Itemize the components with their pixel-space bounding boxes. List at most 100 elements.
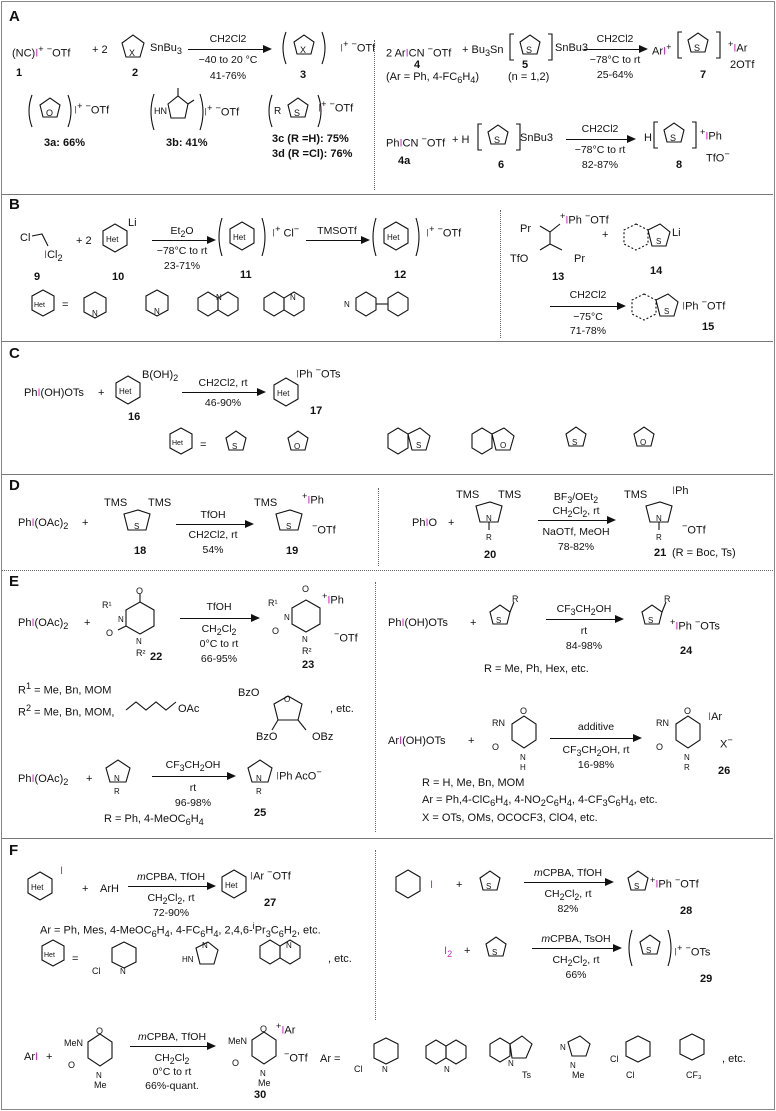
- svg-text:Het: Het: [172, 440, 183, 447]
- ar-8-quinolyl: N: [425, 1039, 467, 1074]
- svg-text:N: N: [344, 300, 350, 309]
- svg-text:N: N: [256, 774, 262, 783]
- svg-text:O: O: [302, 584, 309, 594]
- svg-text:Cl: Cl: [610, 1054, 619, 1064]
- het-definition-ring-f: Het: [41, 939, 65, 967]
- reagent-14-li: Li: [672, 227, 681, 239]
- compound-17-label: 17: [310, 405, 323, 417]
- plus-f1: +: [82, 883, 89, 895]
- reagent-het-iodide-i: I: [60, 865, 64, 877]
- arrow-b3: [550, 302, 626, 310]
- svg-text:O: O: [106, 628, 113, 638]
- svg-text:O: O: [136, 586, 143, 596]
- condition-a2-temp: −78°C to rt: [589, 54, 641, 66]
- product-15-structure: S: [631, 293, 679, 321]
- reagent-arh: ArH: [100, 883, 119, 895]
- product-26-iodonium: IAr: [708, 711, 723, 723]
- svg-text:O: O: [294, 442, 300, 451]
- svg-text:R: R: [114, 787, 120, 796]
- svg-text:R¹: R¹: [268, 598, 278, 608]
- product-19-iodonium: +IPh: [302, 491, 324, 507]
- reagent-phio: PhIO: [412, 517, 438, 529]
- r-pyrrole-definition: R = Ph, 4-MeOC6H4: [104, 813, 204, 828]
- het-3-quinolyl: N: [263, 291, 305, 317]
- product-12-structure: Het: [372, 217, 420, 257]
- product-12-iodonium: I+ −OTf: [426, 224, 462, 240]
- product-7-counterion: 2OTf: [730, 59, 755, 71]
- condition-f4-c: 0°C to rt: [152, 1066, 192, 1078]
- section-label-b: B: [9, 196, 20, 213]
- structure-3b: HN: [150, 88, 204, 131]
- product-23-otf: −OTf: [334, 629, 358, 645]
- condition-b2: TMSOTf: [317, 225, 357, 237]
- reagent-18-tms2: TMS: [148, 497, 172, 509]
- compound-7-label: 7: [700, 69, 707, 81]
- condition-f3-b: CH2Cl2, rt: [552, 954, 600, 969]
- condition-a3-yield: 82-87%: [581, 159, 619, 171]
- svg-text:N: N: [286, 941, 292, 950]
- condition-b1-solvent: Et2O: [170, 225, 194, 240]
- plus-e3: +: [470, 617, 477, 629]
- condition-c1-yield: 46-90%: [204, 397, 242, 409]
- svg-text:MeN: MeN: [64, 1038, 83, 1048]
- svg-text:N: N: [260, 1069, 266, 1078]
- product-8-core: S: [653, 121, 697, 149]
- compound-12-label: 12: [394, 269, 407, 281]
- svg-text:S: S: [664, 307, 669, 316]
- arrow-d2: [538, 516, 616, 524]
- thiophene-ring-2: X: [121, 34, 145, 58]
- reagent-phi-oac2: PhI(OAc)2: [18, 517, 69, 532]
- product-25-iodonium: IPh AcO−: [276, 767, 322, 783]
- arrow-a1: [188, 45, 272, 53]
- het-definition-ring: Het: [31, 289, 55, 317]
- het-definition-ring-c: Het: [169, 427, 193, 455]
- condition-c1-solvent: CH2Cl2, rt: [198, 377, 248, 389]
- product-15-iodonium: IPh −OTf: [682, 297, 726, 313]
- svg-text:R²: R²: [302, 646, 312, 656]
- het-eq: =: [62, 299, 69, 311]
- svg-text:R: R: [684, 763, 690, 772]
- svg-text:S: S: [286, 522, 291, 531]
- condition-a1-solvent: CH2Cl2: [209, 33, 247, 45]
- arrow-f2: [524, 878, 614, 886]
- svg-text:N: N: [216, 293, 222, 302]
- reagent-3-thiophene: SR: [489, 594, 519, 625]
- svg-text:O: O: [46, 108, 53, 118]
- reagent-phenyl-iodide-i: I: [430, 879, 434, 891]
- condition-d1-solvent: CH2Cl2, rt: [188, 529, 238, 541]
- svg-text:N: N: [560, 1043, 566, 1052]
- compound-24-label: 24: [680, 645, 693, 657]
- product-19-thiophene: S: [275, 509, 303, 531]
- label-3c: 3c (R =H): 75%: [272, 133, 349, 145]
- product-19-tms: TMS: [254, 497, 278, 509]
- product-8-iodonium: +IPh: [700, 127, 722, 143]
- svg-text:S: S: [670, 133, 676, 143]
- condition-f3-yield: 66%: [565, 969, 587, 981]
- structure-3b-iodonium: I+ −OTf: [204, 103, 240, 119]
- svg-text:RN: RN: [492, 718, 505, 728]
- svg-text:N: N: [486, 514, 492, 523]
- reagent-pyrrole-e: NR: [105, 759, 131, 796]
- condition-e4-b: CF3CH2OH, rt: [562, 744, 630, 759]
- het-2-benzofuryl: O: [471, 427, 515, 455]
- svg-text:S: S: [232, 442, 237, 451]
- svg-text:S: S: [134, 522, 139, 531]
- condition-f1-b: CH2Cl2, rt: [147, 892, 195, 907]
- svg-text:O: O: [96, 1026, 103, 1036]
- product-24-iodonium: +IPh −OTs: [670, 617, 720, 633]
- plus-2: + 2: [92, 44, 108, 56]
- compound-30-label: 30: [254, 1089, 267, 1101]
- svg-text:N: N: [508, 1059, 514, 1068]
- reagent-13-iph: +IPh −OTf: [560, 211, 609, 227]
- compound-18-label: 18: [134, 545, 147, 557]
- svg-text:Cl: Cl: [92, 966, 101, 976]
- het-8-quinolyl: N: [197, 291, 239, 317]
- product-28-iodonium: +IPh −OTf: [650, 875, 699, 891]
- compound-6-label: 6: [498, 159, 505, 171]
- oligothiophene-6: S: [477, 123, 521, 151]
- svg-text:N: N: [684, 753, 690, 762]
- svg-text:MeN: MeN: [228, 1036, 247, 1046]
- separator-c-d: [2, 474, 773, 475]
